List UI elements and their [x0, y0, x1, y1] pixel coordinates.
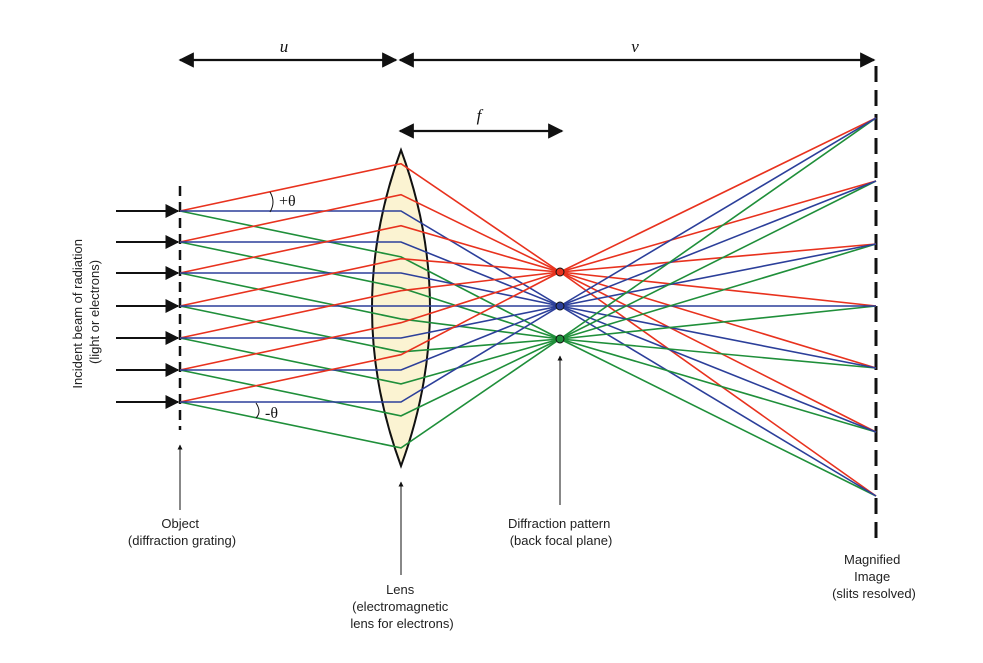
focal-point-minus: [555, 334, 565, 344]
ray-zero-slit-6: [180, 180, 877, 371]
label-v: v: [631, 37, 639, 56]
angle-plus-label: +θ: [279, 193, 296, 210]
ray-zero-slit-7: [180, 117, 877, 403]
lens-shape: [371, 147, 431, 469]
object-label: Object (diffraction grating): [128, 516, 236, 548]
diffraction-pattern-label: Diffraction pattern (back focal plane): [508, 516, 614, 548]
ray-minus-slit-7: [179, 117, 877, 449]
dimension-v: v: [398, 37, 876, 68]
incident-beam-label: Incident beam of radiation (light or ele…: [70, 235, 102, 388]
ray-minus-slit-5: [179, 243, 877, 385]
ray-plus-slit-5: [179, 243, 877, 339]
ray-plus-slit-4: [179, 257, 877, 307]
ray-zero-slit-2: [180, 241, 877, 433]
ray-plus-slit-6: [179, 180, 877, 371]
ray-plus-slit-7: [179, 117, 877, 403]
magnified-image-label: Magnified Image (slits resolved): [832, 552, 916, 601]
ray-plus-slit-1: [179, 162, 877, 497]
dimension-u: u: [178, 37, 398, 68]
ray-zero-slit-3: [180, 272, 877, 369]
focal-point-zero: [555, 301, 565, 311]
lens-label: Lens (electromagnetic lens for electrons…: [350, 582, 453, 631]
focal-point-plus: [555, 267, 565, 277]
ray-zero-slit-1: [180, 210, 877, 497]
ray-minus-slit-4: [179, 305, 877, 353]
ray-minus-slit-3: [179, 272, 877, 369]
ray-plus-slit-3: [179, 224, 877, 369]
angle-minus: -θ: [255, 402, 278, 422]
ray-bundle: [179, 117, 877, 497]
ray-zero-slit-5: [180, 243, 877, 339]
ray-minus-slit-6: [179, 180, 877, 417]
label-u: u: [280, 37, 289, 56]
angle-minus-label: -θ: [265, 405, 278, 422]
ray-plus-slit-2: [179, 193, 877, 433]
label-f: f: [477, 106, 484, 125]
incident-arrows: [116, 204, 180, 409]
dimension-f: f: [398, 106, 564, 139]
angle-plus: +θ: [269, 191, 296, 213]
